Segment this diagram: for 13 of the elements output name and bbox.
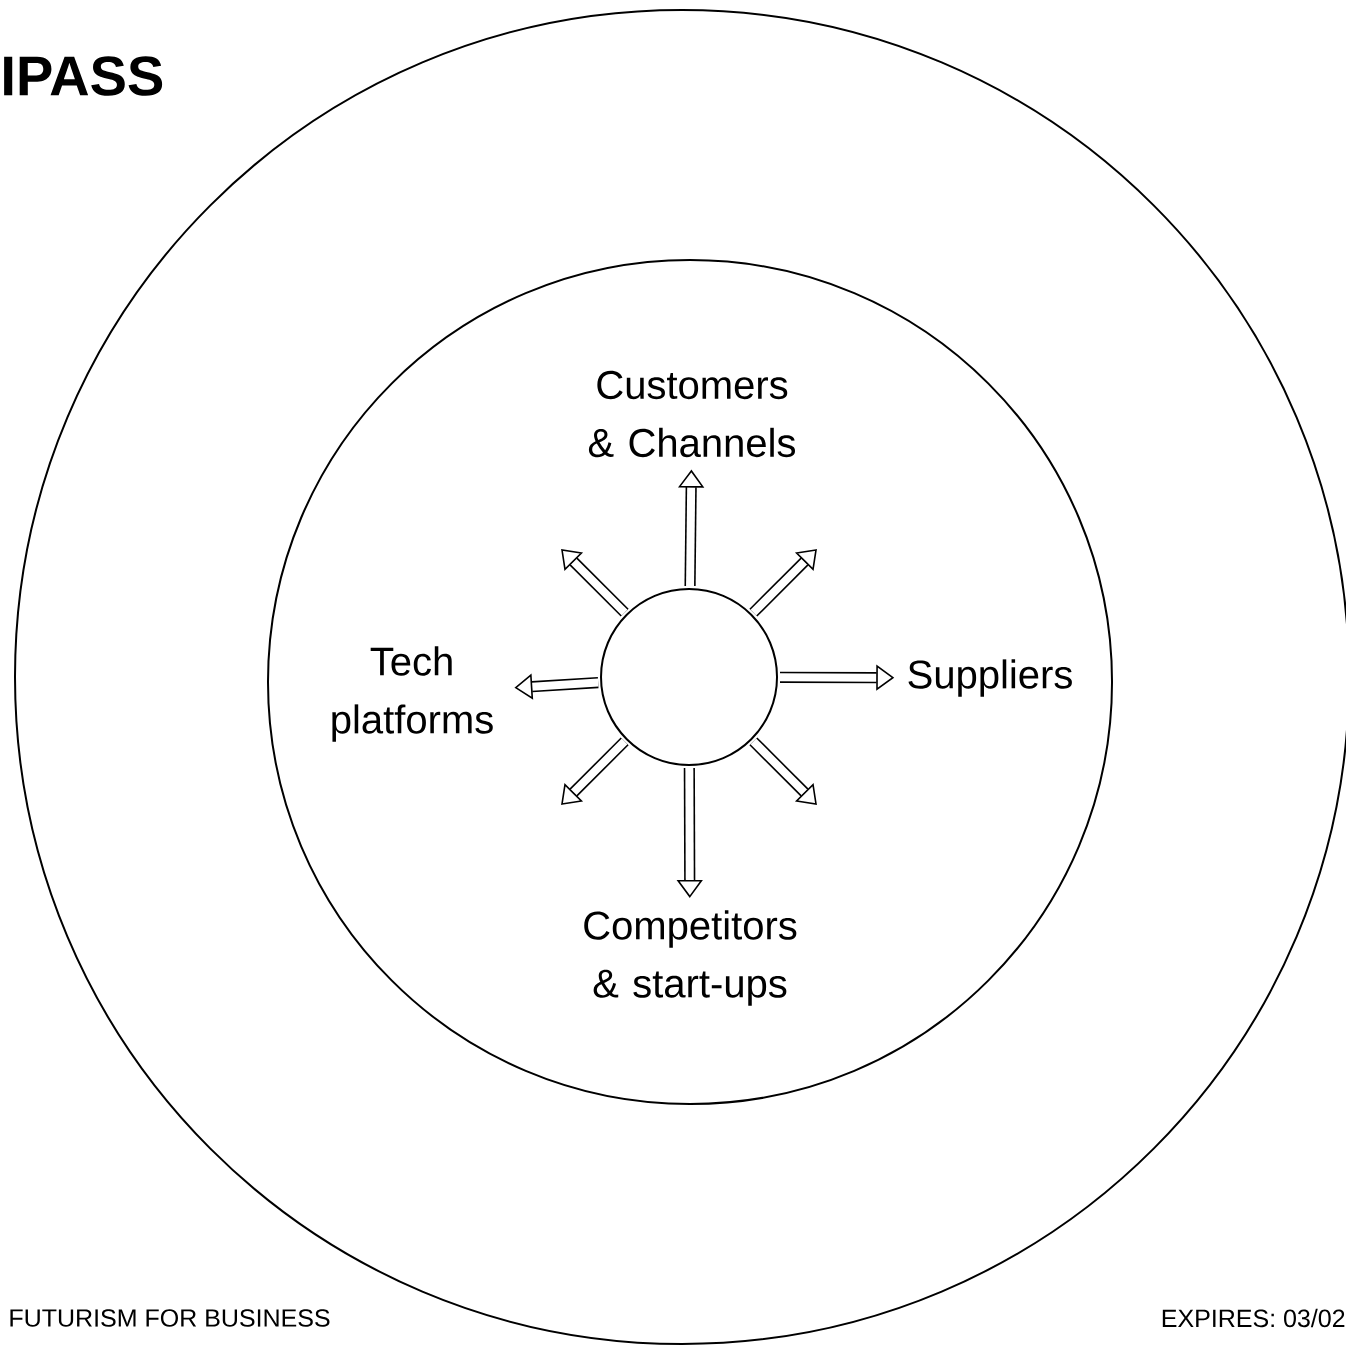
center-circle (600, 588, 778, 766)
arrow (749, 737, 817, 805)
node-label: Competitors & start-ups (584, 910, 797, 1006)
title: IPASS (4, 56, 163, 96)
footer-text: EXPIRES: 03/02 (1162, 1308, 1345, 1328)
node-label: Customers & Channels (588, 370, 795, 458)
inner-circle (267, 259, 1113, 1105)
footer-text: FUTURISM FOR BUSINESS (10, 1309, 330, 1327)
arrow (561, 549, 629, 617)
node-label: Tech platforms (332, 646, 493, 742)
node-label: Suppliers (908, 659, 1072, 697)
arrow (749, 549, 817, 617)
arrow (561, 737, 629, 805)
